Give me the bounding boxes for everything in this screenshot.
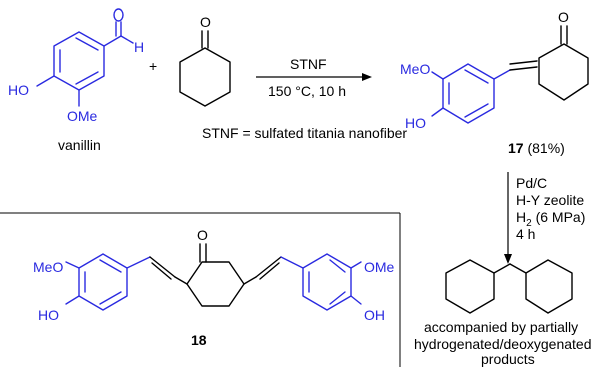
hydrogen-pressure: H2 (6 MPa) (516, 209, 585, 229)
compound-18-methoxy-left: MeO (33, 259, 63, 275)
compound-17-label: 17 (81%) (508, 140, 565, 156)
compound-18-hydroxy-left: HO (38, 307, 59, 323)
compound-17-hydroxy-label: HO (405, 115, 426, 131)
compound-18-oxygen: O (197, 227, 208, 243)
catalyst-label: STNF (290, 56, 327, 72)
reaction-arrow-2 (504, 172, 512, 264)
compound-18-label: 18 (191, 332, 207, 348)
reaction-arrow-1 (256, 73, 372, 81)
vanillin-hydroxy-label: HO (8, 82, 29, 98)
aldehyde-oxygen (113, 8, 124, 22)
vanillin-aldehyde-h: H (134, 39, 144, 55)
vanillin-methoxy-label: OMe (67, 108, 98, 124)
catalyst-hy-zeolite: H-Y zeolite (516, 192, 584, 208)
compound-18-methoxy-right: OMe (364, 259, 395, 275)
catalyst-pd-c: Pd/C (516, 175, 547, 191)
reaction-time: 4 h (516, 226, 535, 242)
product-caption-line-2: hydrogenated/deoxygenated (414, 336, 591, 352)
compound-18-hydroxy-right: OH (364, 307, 385, 323)
reaction-conditions: 150 °C, 10 h (268, 83, 346, 99)
compound-17-methoxy-label: MeO (400, 61, 430, 77)
dicyclohexylmethane-structure (445, 259, 573, 314)
product-caption-line-1: accompanied by partially (424, 319, 578, 335)
compound-17-oxygen: O (558, 9, 569, 25)
vanillin-structure: H HO OMe (8, 8, 144, 124)
compound-17-structure: O (431, 9, 589, 124)
product-caption-line-3: products (481, 351, 535, 367)
vanillin-name: vanillin (58, 137, 101, 153)
catalyst-definition: STNF = sulfated titania nanofiber (202, 125, 407, 141)
cyclohexanone-structure: O (179, 14, 231, 107)
compound-18-structure: O (65, 227, 362, 311)
plus-sign: + (149, 58, 157, 74)
cyclohexanone-oxygen: O (200, 14, 211, 30)
